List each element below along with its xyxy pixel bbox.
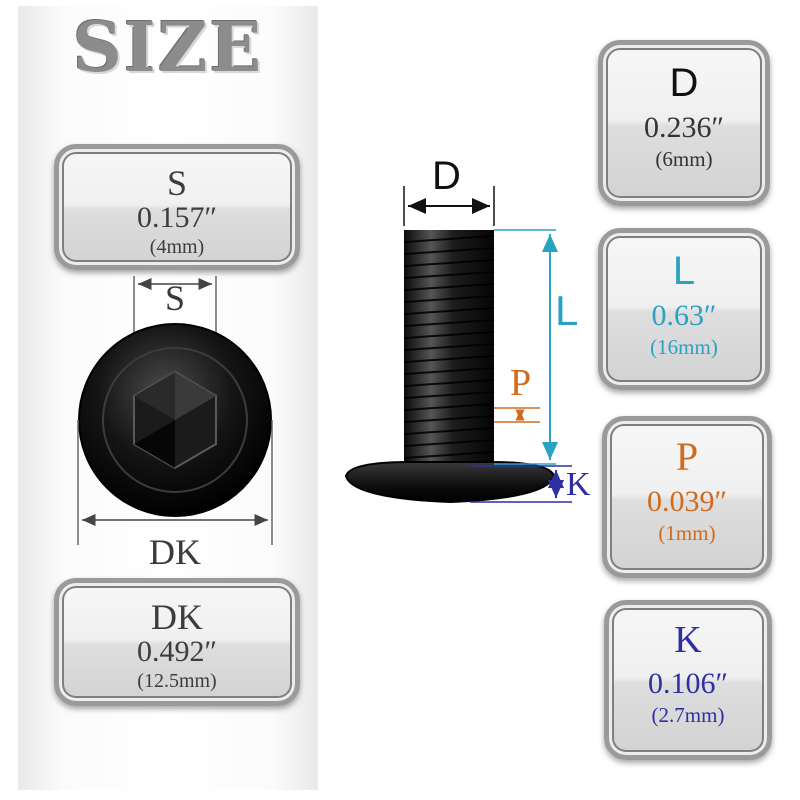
spec-l-letter: L	[672, 249, 696, 293]
spec-k-letter: K	[674, 619, 702, 661]
spec-s-inch: 0.157″	[137, 201, 217, 234]
spec-d-mm: (6mm)	[655, 147, 713, 171]
diagram-label-dk: DK	[149, 532, 201, 572]
spec-d-letter: D	[669, 61, 699, 105]
spec-dk-mm: (12.5mm)	[137, 670, 217, 692]
spec-card-d: D 0.236″ (6mm)	[598, 40, 770, 206]
spec-d-inch: 0.236″	[644, 111, 724, 144]
spec-card-dk: DK 0.492″ (12.5mm)	[54, 578, 300, 706]
spec-k-mm: (2.7mm)	[651, 703, 725, 727]
spec-p-mm: (1mm)	[658, 521, 716, 545]
spec-dk-letter: DK	[151, 597, 203, 637]
spec-card-s: S 0.157″ (4mm)	[54, 144, 300, 270]
spec-s-mm: (4mm)	[149, 236, 205, 258]
diagram-label-s: S	[164, 278, 186, 318]
spec-l-mm: (16mm)	[650, 335, 718, 359]
spec-p-letter: P	[675, 434, 699, 479]
diagram-label-k: K	[566, 466, 591, 503]
spec-dk-inch: 0.492″	[137, 635, 217, 668]
spec-p-inch: 0.039″	[647, 485, 727, 518]
size-title: SIZE	[72, 8, 264, 88]
spec-s-letter: S	[166, 163, 188, 203]
screw-head-hex-socket-icon	[77, 276, 273, 545]
spec-card-p: P 0.039″ (1mm)	[602, 416, 772, 578]
diagram-label-p: P	[510, 362, 532, 404]
button-head-screw-icon	[344, 186, 572, 504]
spec-card-l: L 0.63″ (16mm)	[598, 228, 770, 390]
diagram-label-l: L	[555, 287, 579, 334]
spec-card-k: K 0.106″ (2.7mm)	[604, 600, 772, 760]
diagram-label-d: D	[432, 154, 461, 198]
spec-k-inch: 0.106″	[648, 667, 728, 700]
spec-l-inch: 0.63″	[651, 299, 717, 332]
